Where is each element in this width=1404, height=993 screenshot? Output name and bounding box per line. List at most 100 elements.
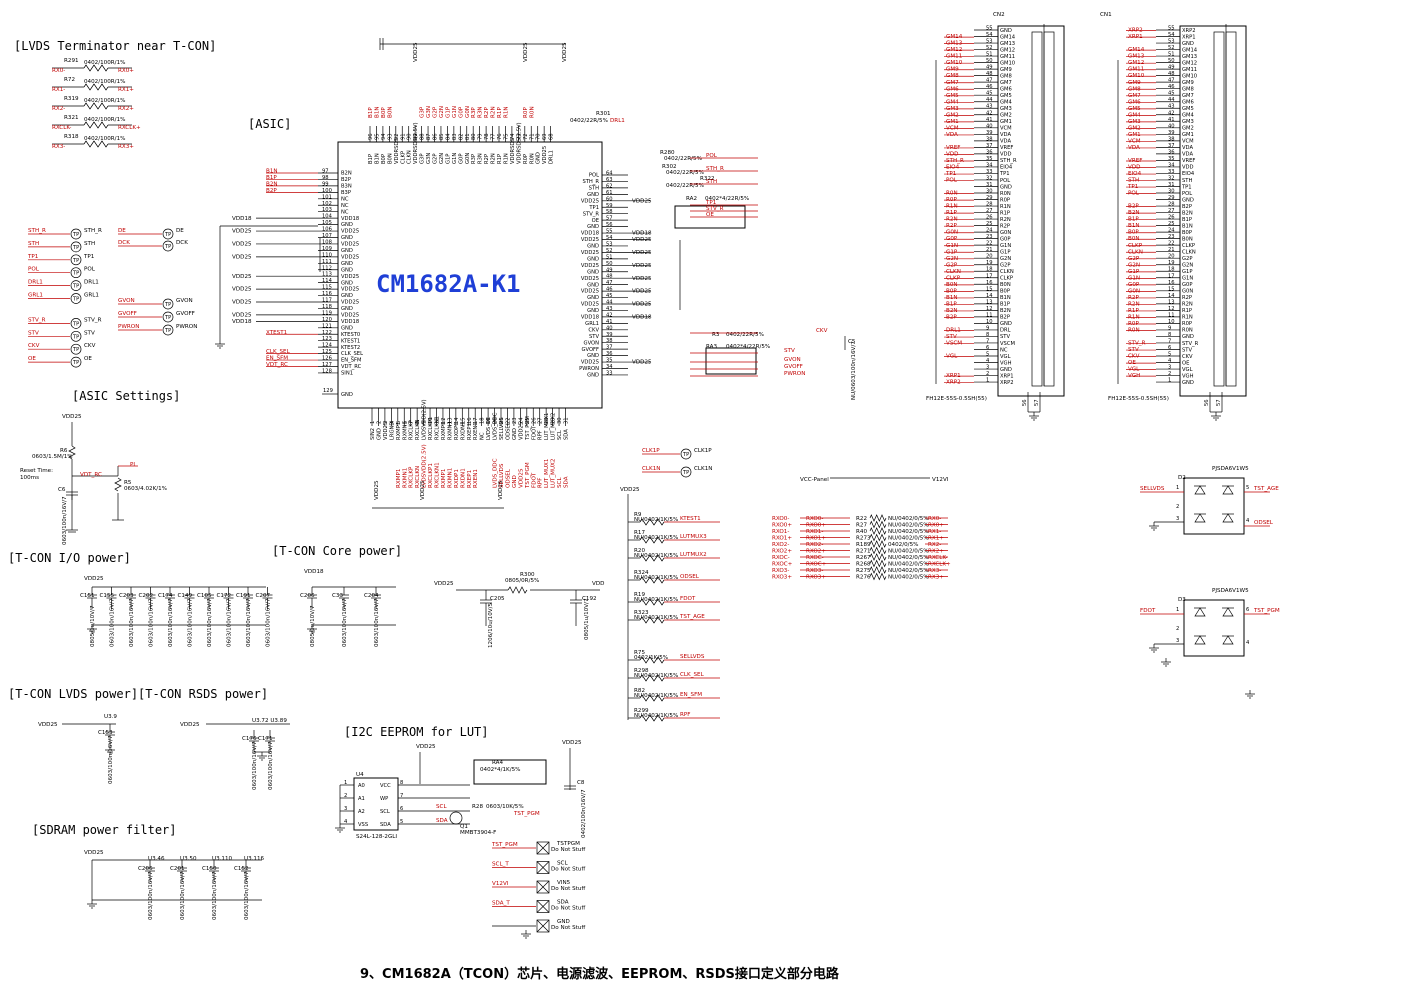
asic-bottom-pin-number: 24 xyxy=(518,417,524,424)
rsds-caps-vdd: VDD25 xyxy=(180,722,200,728)
dns-pad[interactable] xyxy=(536,900,550,913)
testpoint-label: CLK1P xyxy=(694,448,712,454)
rx-jumper-out: RX1+ xyxy=(928,535,944,541)
asic-top-pin-net: G1P xyxy=(445,106,451,118)
asic-pin-number: 35 xyxy=(606,358,613,364)
io-cap-ref: C149 xyxy=(178,593,193,599)
dns-pad[interactable] xyxy=(536,919,550,933)
testpoint-pad[interactable] xyxy=(162,298,174,310)
asic-top-pin-signal: G3N xyxy=(426,153,432,164)
asic-bottom-pin-net: VDD25 xyxy=(518,468,524,488)
connector-pin-net: GM5 xyxy=(946,93,959,99)
asic-bottom-vdd: VDD25 xyxy=(420,480,426,500)
testpoint-pad[interactable] xyxy=(70,241,82,253)
asic-bottom-pin-net: RXMP1 xyxy=(396,468,402,488)
connector-pin-net: GM1 xyxy=(946,119,959,125)
c8-ref: C8 xyxy=(577,780,585,786)
testpoint-pad[interactable] xyxy=(70,343,82,355)
dns-pad[interactable] xyxy=(536,861,550,874)
pull-res-ref: R324 xyxy=(634,570,649,576)
testpoint-pad[interactable] xyxy=(680,466,692,478)
connector-pin-signal: G2N xyxy=(1182,263,1193,269)
io-cap-ref: C105 xyxy=(197,593,212,599)
asic-pin-number: 126 xyxy=(322,356,332,362)
tcon-io-power-caps: VDD25C1510805/1u/10V/7C1550603/100n/16V/… xyxy=(80,576,273,647)
asic-pin-number: 119 xyxy=(322,310,332,316)
asic-top-pin-signal: DRL1 xyxy=(549,150,555,164)
testpoint-label: DE xyxy=(176,228,184,234)
connector-pin-net: R2P xyxy=(946,223,957,229)
diode-net-a: SELLVDS xyxy=(1140,486,1165,492)
asic-pin-number: 122 xyxy=(322,330,332,336)
connector-pin-net: G1P xyxy=(946,249,958,255)
connector-bottom-pin: 56 xyxy=(1204,399,1210,406)
connector-pin-net: G0P xyxy=(946,236,958,242)
asic-top-pin-signal: R0N xyxy=(529,153,535,164)
testpoint-pad[interactable] xyxy=(70,228,82,240)
asic-pin-net: B2P xyxy=(266,188,277,194)
ra4-value: 0402*4/1K/5% xyxy=(480,767,520,773)
testpoint-pad[interactable] xyxy=(680,448,692,460)
rx-jumper-ref: R271 xyxy=(856,548,871,554)
connector-pin-net: GM8 xyxy=(946,73,959,79)
pull-res-ref: R75 xyxy=(634,650,645,656)
asic-bottom-pin-signal: LVDSVDD(2.5V) xyxy=(422,399,428,440)
dns-pad[interactable] xyxy=(536,880,550,894)
connector-pin-net: R2P xyxy=(1128,295,1139,301)
testpoint-net: OE xyxy=(28,356,36,362)
connector-pin-number: 47 xyxy=(986,78,993,84)
testpoint-pad[interactable] xyxy=(70,280,82,291)
connector-pin-net: GM11 xyxy=(946,54,963,60)
asic-pin-signal: GND xyxy=(341,248,353,254)
connector-pin-net: R1P xyxy=(1128,308,1139,314)
asic-pin-signal: SIN1 xyxy=(341,371,353,377)
testpoint-pad[interactable] xyxy=(70,318,82,329)
ra2-value: 0402*4/22R/5% xyxy=(705,196,749,202)
testpoint-pad[interactable] xyxy=(162,324,174,336)
testpoint-pad[interactable] xyxy=(70,356,82,368)
connector-pin-signal: GND xyxy=(1000,28,1012,34)
output-net: OE xyxy=(706,212,714,218)
connector-pin-number: 38 xyxy=(986,136,993,142)
lvds-caps-ref: U3.9 xyxy=(104,714,117,720)
eeprom-pin-signal: A1 xyxy=(358,796,365,802)
connector-pin-signal: GM11 xyxy=(1000,54,1015,60)
connector-pin-signal: R1P xyxy=(1182,308,1192,314)
asic-pin-signal: GRL1 xyxy=(585,321,599,327)
connector-pin-net: R0N xyxy=(1128,328,1140,334)
connector-pin-number: 24 xyxy=(986,228,993,234)
rx-jumper-ref: R40 xyxy=(856,529,867,535)
dns-name: GND xyxy=(557,919,570,925)
testpoint-net: CKV xyxy=(28,343,40,349)
lvds-res-ref: R319 xyxy=(64,96,79,102)
asic-bottom-pin-signal: RXMN1 xyxy=(402,421,408,440)
testpoint-pad[interactable] xyxy=(162,311,174,323)
testpoint-pad[interactable] xyxy=(162,240,174,252)
connector-pin-number: 19 xyxy=(986,260,993,266)
connector-pin-signal: CLKP xyxy=(1000,276,1013,282)
testpoint-pad[interactable] xyxy=(70,254,82,266)
testpoint-tag: TP xyxy=(72,245,79,251)
asic-top-pin-number: 90 xyxy=(407,133,413,140)
eeprom-c8-vdd: VDD25 xyxy=(562,740,582,746)
connector-pin-number: 17 xyxy=(986,273,993,279)
filter-vdd-in: VDD25 xyxy=(434,581,454,587)
connector-pin-signal: NC xyxy=(1000,347,1008,353)
io-cap-value: 0805/1u/10V/7 xyxy=(90,605,96,647)
rsds-cap-value: 0603/100n/16V/7 xyxy=(252,741,258,790)
testpoint-pad[interactable] xyxy=(162,228,174,240)
testpoint-pad[interactable] xyxy=(70,330,82,342)
asic-pin-number: 107 xyxy=(322,233,332,239)
diode-pin: 4 xyxy=(1246,518,1250,524)
asic-top-pin-net: R1P xyxy=(497,107,503,118)
testpoint-tag: TP xyxy=(72,284,79,290)
asic-bottom-pin-number: 27 xyxy=(538,417,544,424)
rx-jumper-in: RXO1- xyxy=(772,529,789,535)
connector-pin-number: 20 xyxy=(1168,254,1175,260)
connector-pin-net: STH xyxy=(1128,178,1139,184)
testpoint-pad[interactable] xyxy=(70,267,82,279)
dns-pad[interactable] xyxy=(536,841,550,855)
asic-top-pin-net: G3N xyxy=(426,106,432,118)
testpoint-pad[interactable] xyxy=(70,293,82,304)
diode-body xyxy=(1183,477,1245,535)
